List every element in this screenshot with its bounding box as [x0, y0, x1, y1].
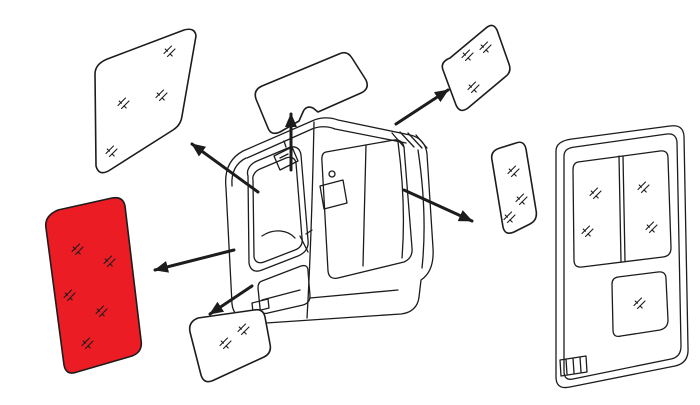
windshield-opening-inner — [252, 156, 303, 264]
cab-roof-inner-edge — [246, 126, 407, 159]
cab-a-pillar-inner — [231, 157, 247, 187]
door-assembly — [555, 125, 689, 389]
glass-panel-front-windshield-highlighted — [44, 196, 143, 374]
right-quarter-glass-outline — [490, 141, 538, 234]
side-window-divider — [362, 144, 367, 267]
roof-glass-outline — [254, 51, 368, 135]
cab-interior-lines — [261, 229, 399, 301]
cab-interior-armrest — [261, 230, 296, 239]
side-window-frame — [321, 139, 413, 279]
lower-front-opening — [257, 264, 311, 315]
direction-arrows — [153, 88, 474, 316]
rear-pillar-curve-2 — [417, 149, 425, 269]
arrow-to-right-side-quarter-glass — [402, 188, 474, 223]
upper-right-glass-outline — [441, 24, 511, 112]
arrow-to-upper-left-side-glass — [190, 142, 260, 194]
glass-panel-lower-front — [188, 308, 272, 383]
diagram-root-group — [44, 24, 689, 389]
cab-interior-console — [319, 179, 348, 210]
door-lower-window — [611, 271, 669, 338]
windshield-opening-outer — [246, 146, 309, 272]
lower-front-glass-outline — [188, 308, 272, 383]
cab-corner-pillar — [306, 121, 315, 319]
roof-vent-hatch-lines — [391, 131, 428, 149]
cab-silhouette — [224, 117, 434, 324]
glass-panel-upper-right — [441, 24, 511, 112]
door-outer-frame — [555, 125, 689, 389]
arrow-to-lower-front-glass — [208, 284, 254, 316]
arrow-to-front-windshield-glass — [153, 248, 236, 273]
upper-left-glass-outline — [94, 28, 197, 174]
cab-line-drawing — [224, 117, 434, 324]
rear-pillar-curve-1 — [397, 141, 405, 259]
door-latch-detail — [559, 355, 588, 377]
glass-panel-upper-left — [94, 28, 197, 174]
arrow-to-upper-right-rear-glass — [394, 88, 450, 126]
glass-panel-roof — [254, 51, 368, 135]
door-upper-window — [572, 150, 672, 268]
door-inner-frame — [563, 133, 682, 380]
door-window-divider — [618, 155, 626, 263]
cab-interior-knob — [328, 170, 336, 178]
front-windshield-glass-outline — [44, 196, 143, 374]
cab-step-detail — [251, 298, 270, 313]
glass-panel-right-quarter — [490, 141, 538, 234]
roof-latch-detail — [273, 140, 299, 171]
